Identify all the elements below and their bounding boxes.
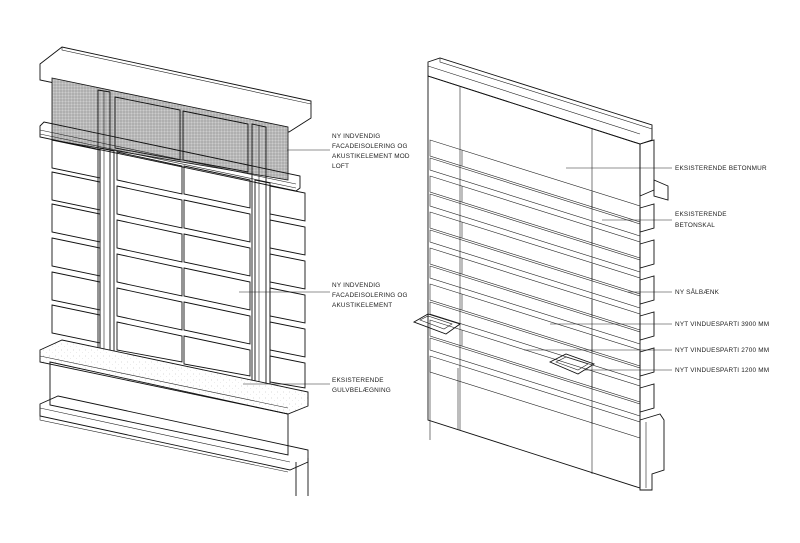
annotation-wall-insulation: NY INDVENDIG FACADEISOLERING OG AKUSTIKE…	[332, 282, 410, 309]
annotation-window-1200: NYT VINDUESPARTI 1200 MM	[675, 367, 769, 374]
left-annotations: NY INDVENDIG FACADEISOLERING OG AKUSTIKE…	[332, 133, 412, 394]
mullions	[461, 150, 593, 424]
annotation-window-sill: NY SÅLBÆNK	[675, 287, 720, 296]
left-leader-lines	[239, 149, 330, 385]
open-window-sash-right	[548, 353, 596, 375]
interior-wall-axonometric	[39, 46, 312, 496]
concrete-shell-section	[639, 139, 669, 491]
upper-insulation-panel	[51, 77, 289, 181]
annotation-concrete-wall: EKSISTERENDE BETONMUR	[675, 165, 767, 172]
horizontal-rail	[39, 121, 301, 192]
annotation-window-2700: NYT VINDUESPARTI 2700 MM	[675, 347, 769, 354]
open-window-sash-left	[412, 313, 461, 335]
exterior-facade-axonometric	[412, 57, 669, 491]
annotation-window-3900: NYT VINDUESPARTI 3900 MM	[675, 321, 769, 328]
right-annotations: EKSISTERENDE BETONMUR EKSISTERENDE BETON…	[675, 165, 769, 374]
roof-edge	[427, 57, 653, 145]
annotation-ceiling-insulation: NY INDVENDIG FACADEISOLERING OG AKUSTIKE…	[332, 133, 412, 170]
floor-slab	[39, 339, 309, 415]
window-bands	[429, 139, 641, 439]
annotation-floor-covering: EKSISTERENDE GULVBELÆGNING	[332, 377, 391, 394]
annotation-concrete-shell: EKSISTERENDE BETONSKAL	[675, 211, 729, 229]
right-leader-lines	[524, 167, 672, 371]
